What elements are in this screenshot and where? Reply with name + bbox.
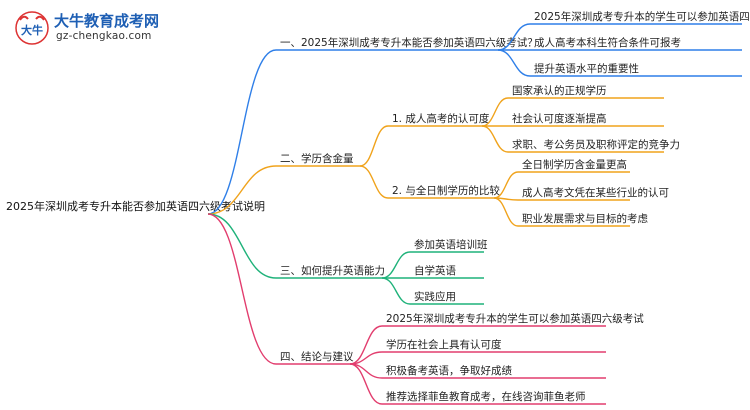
branch-4-connector [207, 213, 277, 365]
branch-2-sub-1-label[interactable]: 1. 成人高考的认可度 [392, 112, 490, 125]
branch-1-leaf-1-connector [497, 23, 531, 51]
root-topic[interactable]: 2025年深圳成考专升本能否参加英语四六级考试说明 [6, 199, 265, 213]
branch-3-leaf-3-label[interactable]: 实践应用 [414, 290, 456, 303]
branch-1-leaf-3-connector [497, 49, 531, 77]
branch-2-label[interactable]: 二、学历含金量 [280, 152, 354, 165]
branch-4-leaf-1-label[interactable]: 2025年深圳成考专升本的学生可以参加英语四六级考试 [386, 312, 644, 325]
svg-text:大牛: 大牛 [21, 23, 43, 37]
site-logo[interactable]: 大牛 大牛教育成考网 gz-chengkao.com [8, 8, 168, 50]
logo-site-name: 大牛教育成考网 [54, 12, 160, 30]
branch-1-leaf-2-label[interactable]: 成人高考本科生符合条件可报考 [534, 36, 681, 49]
branch-2-sub-2-leaf-3-connector [493, 197, 519, 227]
branch-2-sub-2-connector [359, 165, 389, 199]
branch-2-sub-1-leaf-1-connector [481, 97, 509, 127]
branch-3-leaf-1-connector [381, 251, 411, 279]
branch-2-sub-2-leaf-2-label[interactable]: 成人高考文凭在某些行业的认可 [522, 186, 669, 199]
branch-3-leaf-2-label[interactable]: 自学英语 [414, 264, 456, 277]
logo-site-url: gz-chengkao.com [56, 30, 152, 42]
branch-4-leaf-2-label[interactable]: 学历在社会上具有认可度 [386, 338, 502, 351]
branch-2-sub-1-connector [359, 125, 389, 167]
branch-4-label[interactable]: 四、结论与建议 [280, 350, 354, 363]
branch-4-leaf-4-connector [349, 363, 383, 405]
branch-3-connector [207, 213, 277, 279]
branch-1-leaf-3-label[interactable]: 提升英语水平的重要性 [534, 62, 639, 75]
branch-4-leaf-3-label[interactable]: 积极备考英语，争取好成绩 [386, 364, 512, 377]
branch-2-sub-2-leaf-3-label[interactable]: 职业发展需求与目标的考虑 [522, 212, 648, 225]
branch-4-leaf-1-connector [349, 325, 383, 365]
branch-4-leaf-4-label[interactable]: 推荐选择菲鱼教育成考，在线咨询菲鱼老师 [386, 390, 586, 403]
branch-2-sub-1-leaf-2-label[interactable]: 社会认可度逐渐提高 [512, 112, 607, 125]
branch-3-leaf-3-connector [381, 277, 411, 305]
branch-2-connector [207, 165, 277, 215]
branch-3-leaf-1-label[interactable]: 参加英语培训班 [414, 238, 488, 251]
branch-2-sub-1-leaf-3-connector [481, 125, 509, 153]
branch-2-sub-2-label[interactable]: 2. 与全日制学历的比较 [392, 184, 500, 197]
branch-1-label[interactable]: 一、2025年深圳成考专升本能否参加英语四六级考试？ [280, 36, 538, 49]
bull-logo-icon: 大牛 [15, 11, 49, 45]
branch-2-sub-2-leaf-1-label[interactable]: 全日制学历含金量更高 [522, 158, 627, 171]
branch-2-sub-2-leaf-1-connector [493, 171, 519, 199]
branch-1-leaf-1-label[interactable]: 2025年深圳成考专升本的学生可以参加英语四六级考试 [534, 10, 750, 23]
branch-3-label[interactable]: 三、如何提升英语能力 [280, 264, 385, 277]
branch-2-sub-1-leaf-1-label[interactable]: 国家承认的正规学历 [512, 84, 607, 97]
branch-2-sub-1-leaf-3-label[interactable]: 求职、考公务员及职称评定的竞争力 [512, 138, 680, 151]
branch-1-connector [207, 49, 277, 215]
